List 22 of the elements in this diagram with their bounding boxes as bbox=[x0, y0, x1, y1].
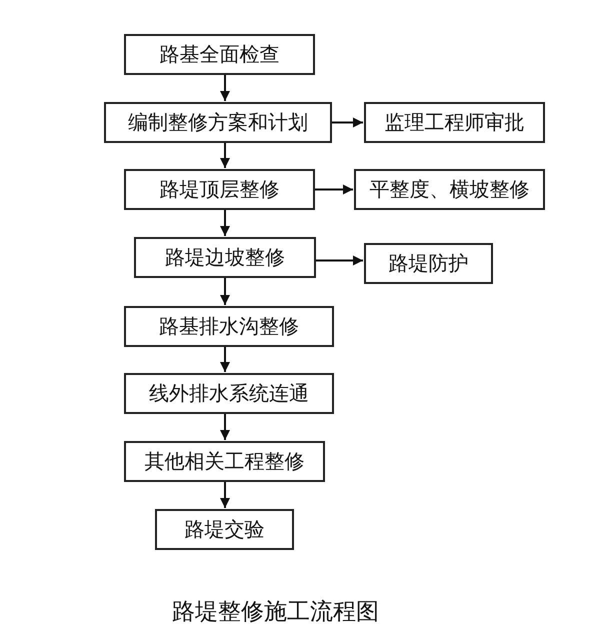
arrow bbox=[220, 278, 230, 305]
arrow bbox=[220, 482, 230, 508]
caption: 路堤整修施工流程图 bbox=[172, 598, 379, 627]
process-box: 线外排水系统连通 bbox=[124, 373, 334, 414]
arrow bbox=[220, 75, 230, 101]
process-box: 路堤边坡整修 bbox=[134, 237, 316, 278]
process-box: 路堤顶层整修 bbox=[124, 169, 315, 210]
arrow bbox=[332, 118, 363, 128]
arrow bbox=[316, 256, 363, 266]
arrow bbox=[220, 347, 230, 372]
process-box: 其他相关工程整修 bbox=[124, 441, 325, 482]
process-box: 路堤防护 bbox=[364, 243, 493, 284]
arrow bbox=[220, 143, 230, 168]
arrow bbox=[315, 184, 353, 194]
process-box: 路基全面检查 bbox=[124, 34, 315, 75]
process-box: 路堤交验 bbox=[155, 509, 294, 550]
process-box: 路基排水沟整修 bbox=[124, 306, 334, 347]
process-box: 监理工程师审批 bbox=[364, 102, 545, 143]
process-box: 编制整修方案和计划 bbox=[104, 102, 332, 143]
arrow bbox=[220, 210, 230, 236]
process-box: 平整度、横坡整修 bbox=[354, 169, 545, 210]
arrow bbox=[220, 414, 230, 440]
